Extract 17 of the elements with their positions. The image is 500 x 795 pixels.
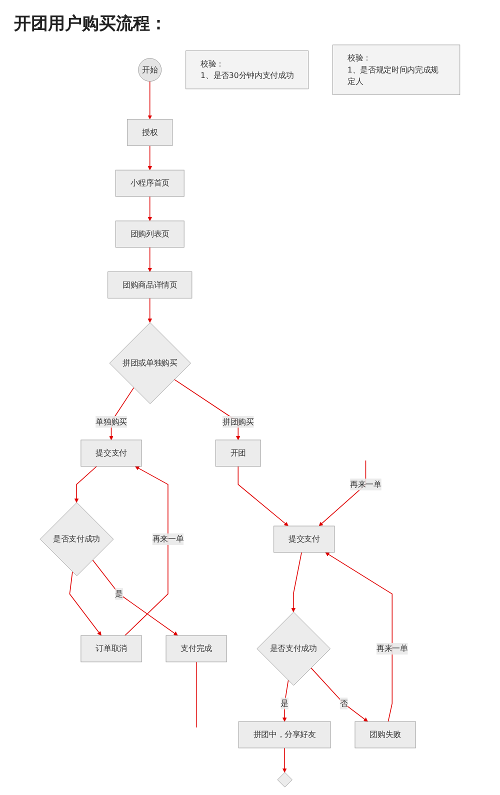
arrow — [69, 571, 102, 636]
arrow — [148, 145, 152, 170]
arrow — [310, 667, 368, 722]
arrow — [291, 552, 302, 612]
arrow — [325, 552, 393, 722]
arrow — [124, 466, 168, 636]
connector — [196, 662, 197, 728]
arrow — [148, 80, 152, 120]
arrow — [282, 748, 287, 773]
node-diamond — [277, 772, 292, 788]
arrow — [238, 466, 288, 526]
arrow — [92, 559, 178, 636]
arrow — [148, 246, 152, 272]
diagram-title: 开团用户购买流程： — [14, 13, 168, 35]
arrow — [148, 196, 152, 222]
arrow — [74, 466, 97, 503]
arrow — [148, 298, 152, 323]
